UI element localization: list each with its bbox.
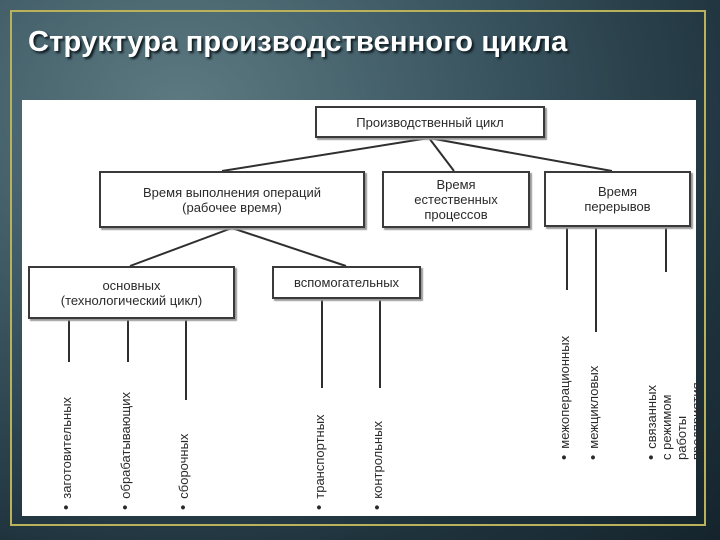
slide-title: Структура производственного цикла	[28, 26, 568, 58]
label-break-item-1: межоперационных	[557, 336, 572, 460]
label-main-item-2: обрабатывающих	[118, 392, 133, 510]
box-natural-processes-time: Время естественных процессов	[382, 171, 530, 228]
connector-lines	[68, 137, 667, 400]
label-break-item-3: связанных с режимом работы предприятия	[644, 382, 704, 460]
label-aux-item-1: транспортных	[312, 414, 327, 510]
connector-operations-main	[129, 227, 233, 267]
box-breaks-time: Время перерывов	[544, 171, 691, 227]
label-main-item-3: сборочных	[176, 434, 191, 510]
box-operations-time: Время выполнения операций (рабочее время…	[99, 171, 365, 228]
connector-operations-auxiliary	[231, 227, 347, 267]
label-aux-item-2: контрольных	[370, 421, 385, 510]
box-auxiliary: вспомогательных	[272, 266, 421, 299]
box-main: основных (технологический цикл)	[28, 266, 235, 319]
label-main-item-1: заготовительных	[59, 397, 74, 510]
connector-root-natural	[428, 137, 455, 172]
connector-root-breaks	[428, 137, 613, 172]
box-production-cycle: Производственный цикл	[315, 106, 545, 138]
label-break-item-2: межцикловых	[586, 366, 601, 460]
connector-root-operations	[221, 137, 430, 172]
diagram-panel: Производственный цикл Время выполнения о…	[22, 100, 704, 516]
